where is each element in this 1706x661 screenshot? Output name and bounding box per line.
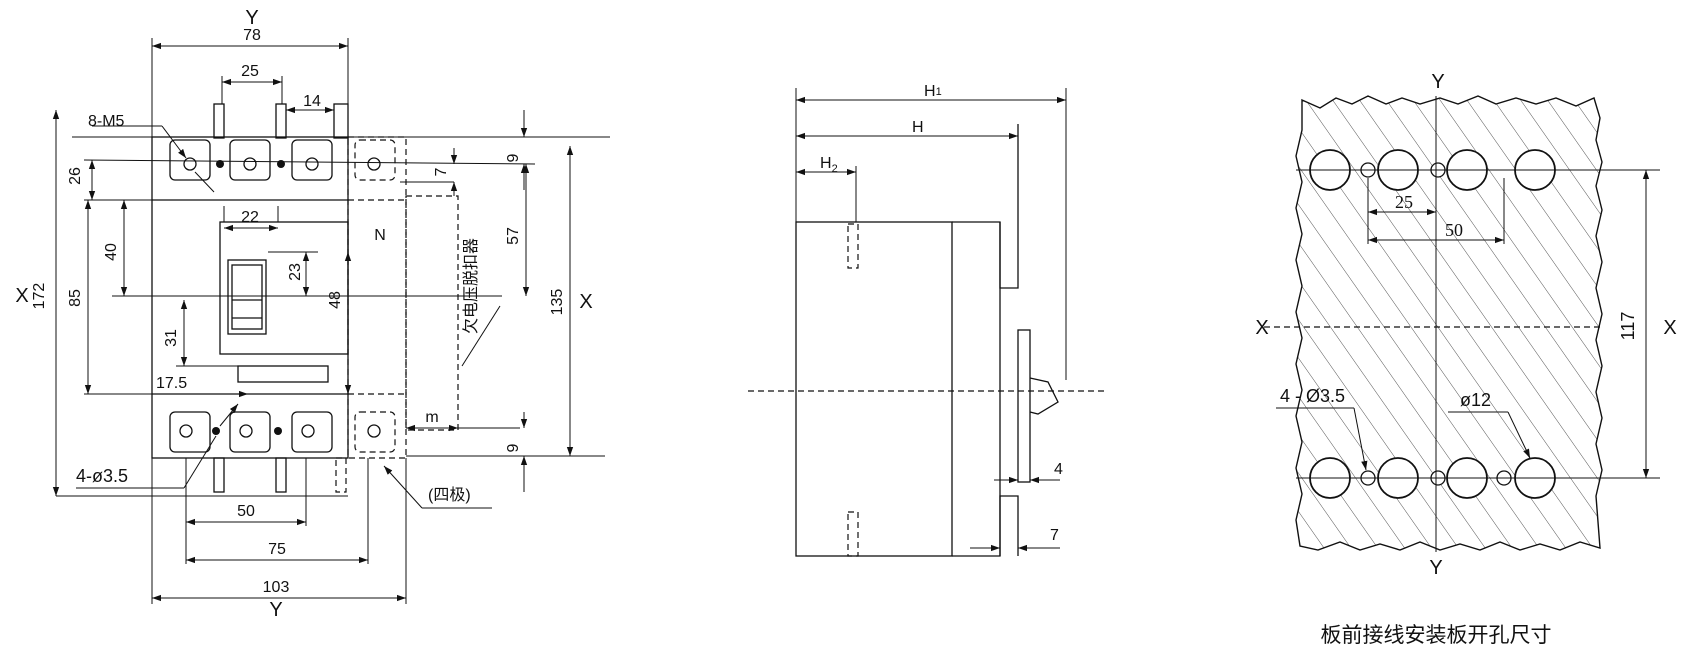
panel-cutout-view: Y 25 50 X 117 X 4 - Ø3.5 ø12 Y 板前接线安装板开孔… (1255, 71, 1676, 647)
dim-7-side: 7 (1050, 527, 1059, 544)
front-labels: Y 78 25 14 8-M5 9 26 7 22 N 40 23 57 X 1… (15, 7, 592, 621)
side-dimensions (748, 88, 1108, 552)
axis-y-bottom: Y (269, 599, 282, 621)
breaker-body-outline (151, 103, 349, 493)
side-view: H1 H H2 4 7 (748, 83, 1108, 557)
dim-78: 78 (243, 27, 261, 44)
dim-m: m (425, 409, 438, 426)
fourth-pole-outline (335, 136, 459, 493)
label-8m5: 8-M5 (88, 113, 125, 130)
dim-75: 75 (268, 541, 286, 558)
dim-9-bottom: 9 (505, 443, 522, 452)
dim-85: 85 (67, 289, 84, 307)
dim-4: 4 (1054, 461, 1063, 478)
dim-25-cutout: 25 (1395, 192, 1413, 212)
dim-26: 26 (67, 167, 84, 185)
dim-50-cutout: 50 (1445, 220, 1463, 240)
dim-25: 25 (241, 63, 259, 80)
label-n: N (374, 227, 386, 244)
label-h2: H2 (820, 155, 838, 175)
dim-117: 117 (1618, 312, 1638, 341)
dim-57: 57 (505, 227, 522, 245)
cutout-axis-x-right: X (1663, 317, 1676, 339)
label-h: H (912, 119, 924, 136)
dim-135: 135 (549, 289, 566, 316)
dim-22: 22 (241, 209, 259, 226)
hatched-plate (1295, 95, 1603, 551)
axis-x-left: X (15, 285, 28, 307)
label-h1: H1 (924, 83, 942, 100)
dim-9-top: 9 (505, 153, 522, 162)
dim-48: 48 (327, 291, 344, 309)
label-4-phi-3-5-cutout: 4 - Ø3.5 (1280, 386, 1345, 406)
dim-14: 14 (303, 93, 321, 110)
dim-40: 40 (103, 243, 120, 261)
dim-50: 50 (237, 503, 255, 520)
cutout-dimensions (1264, 96, 1660, 552)
cutout-caption: 板前接线安装板开孔尺寸 (1321, 623, 1552, 647)
label-phi-12: ø12 (1460, 390, 1491, 410)
dim-17-5: 17.5 (156, 375, 187, 392)
front-dimensions (52, 38, 610, 604)
dim-23: 23 (287, 263, 304, 281)
label-4-phi-3-5: 4-ø3.5 (76, 466, 128, 486)
dim-7: 7 (433, 167, 450, 176)
side-labels: H1 H H2 4 7 (820, 83, 1063, 544)
cutout-axis-y-bottom: Y (1429, 557, 1442, 579)
axis-x-right: X (579, 291, 592, 313)
side-body-outline (795, 124, 1059, 557)
cutout-labels: Y 25 50 X 117 X 4 - Ø3.5 ø12 Y 板前接线安装板开孔… (1255, 71, 1676, 647)
dim-172: 172 (31, 283, 48, 310)
label-undervoltage-release: 欠电压脱扣器 (462, 238, 480, 334)
dim-103: 103 (263, 579, 290, 596)
front-view: Y 78 25 14 8-M5 9 26 7 22 N 40 23 57 X 1… (15, 7, 610, 621)
dim-31: 31 (163, 329, 180, 347)
axis-y-top: Y (245, 7, 258, 29)
cutout-axis-y-top: Y (1431, 71, 1444, 93)
label-four-pole: (四极) (428, 486, 471, 504)
cutout-axis-x-left: X (1255, 317, 1268, 339)
